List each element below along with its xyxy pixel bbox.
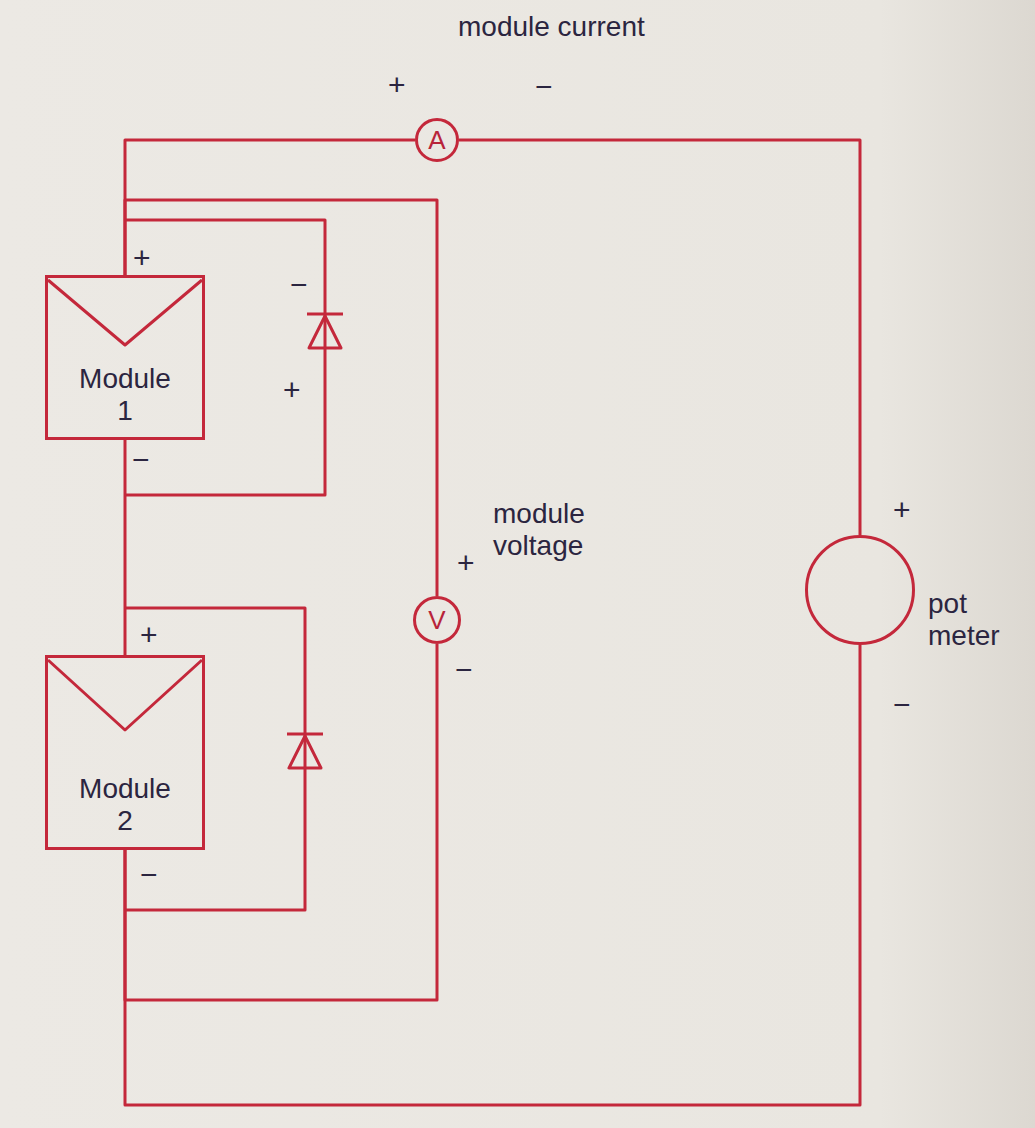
polarity-sign: + <box>133 243 151 273</box>
diode-bar <box>307 313 343 316</box>
ammeter: module currentA <box>415 118 459 162</box>
polarity-sign: + <box>893 495 911 525</box>
voltmeter-symbol: V <box>428 607 445 633</box>
polarity-sign: + <box>140 620 158 650</box>
polarity-sign: − <box>535 72 553 102</box>
pot-meter-label: pot meter <box>928 588 1023 652</box>
meter-heading: module current <box>458 11 718 43</box>
polarity-sign: − <box>290 270 308 300</box>
pot-meter: pot meter <box>805 535 915 645</box>
ammeter-symbol: A <box>428 127 445 153</box>
diode-symbol <box>289 736 321 768</box>
diode-bar <box>287 733 323 736</box>
module-cell-mark <box>48 660 202 730</box>
solar-module: Module 2 <box>45 655 205 850</box>
solar-module: Module 1 <box>45 275 205 440</box>
wire <box>125 140 415 275</box>
diode-wire <box>125 608 305 910</box>
diode-wire <box>125 220 325 495</box>
meter-heading: module voltage <box>493 498 643 562</box>
polarity-sign: + <box>388 70 406 100</box>
diode-symbol <box>309 316 341 348</box>
polarity-sign: + <box>457 548 475 578</box>
polarity-sign: + <box>283 375 301 405</box>
module-cell-mark <box>48 280 202 345</box>
solar-module: Module 2 <box>70 773 180 837</box>
polarity-sign: − <box>455 655 473 685</box>
polarity-sign: − <box>140 860 158 890</box>
wire <box>125 645 860 1105</box>
wire <box>125 644 437 1000</box>
polarity-sign: − <box>893 690 911 720</box>
polarity-sign: − <box>132 445 150 475</box>
voltmeter: module voltageV <box>413 596 461 644</box>
wire <box>459 140 860 535</box>
wire <box>125 200 437 596</box>
wire <box>124 440 127 655</box>
solar-module: Module 1 <box>70 363 180 427</box>
